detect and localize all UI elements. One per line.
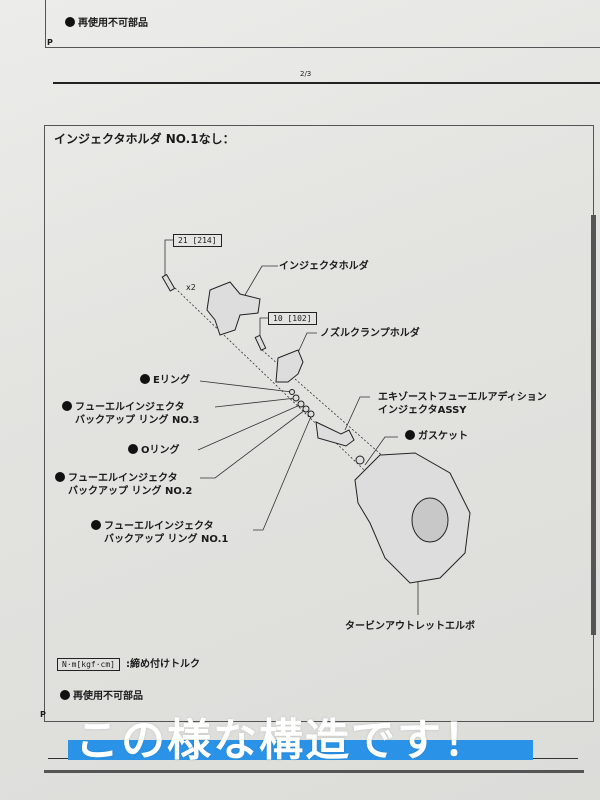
bullet-icon bbox=[91, 520, 101, 530]
bolt-icon bbox=[161, 273, 176, 292]
backup-ring-1-part bbox=[307, 410, 315, 418]
torque-box-holder-bolt: 21 [214] bbox=[173, 234, 222, 247]
part-text: Eリング bbox=[153, 375, 190, 386]
part-text: エキゾーストフューエルアディション bbox=[378, 392, 547, 403]
leader-br3 bbox=[214, 397, 297, 408]
label-injector-holder: インジェクタホルダ bbox=[279, 261, 369, 272]
bullet-icon bbox=[55, 472, 65, 482]
backup-ring-3-part bbox=[292, 394, 300, 402]
page-marker-top: P bbox=[47, 38, 53, 47]
bullet-icon bbox=[62, 401, 72, 411]
bullet-icon bbox=[140, 374, 150, 384]
label-o-ring: Oリング bbox=[128, 444, 180, 457]
part-text: バックアップ リング NO.2 bbox=[68, 486, 193, 497]
o-ring-part bbox=[297, 400, 305, 408]
bullet-icon bbox=[65, 17, 75, 27]
bullet-icon bbox=[128, 444, 138, 454]
label-backup-ring-3: フューエルインジェクタバックアップ リング NO.3 bbox=[62, 401, 199, 427]
part-text: バックアップ リング NO.3 bbox=[75, 415, 200, 426]
leader-bolt1 bbox=[164, 239, 173, 280]
scroll-edge bbox=[591, 215, 596, 635]
backup-ring-2-part bbox=[302, 405, 310, 413]
leader-ering bbox=[199, 380, 293, 393]
part-text: Oリング bbox=[141, 445, 180, 456]
nozzle-clamp-part bbox=[275, 349, 304, 383]
leader-oring bbox=[197, 404, 301, 451]
gasket-part bbox=[355, 455, 365, 465]
torque-box-clamp-bolt: 10 [102] bbox=[268, 312, 317, 325]
part-text: フューエルインジェクタ bbox=[75, 402, 185, 413]
part-text: バックアップ リング NO.1 bbox=[104, 534, 229, 545]
page-marker-main: P bbox=[40, 710, 46, 719]
part-text: インジェクタASSY bbox=[378, 405, 467, 416]
label-gasket: ガスケット bbox=[405, 430, 468, 443]
legend-text: 再使用不可部品 bbox=[78, 18, 148, 29]
label-nozzle-clamp-holder: ノズルクランプホルダ bbox=[320, 328, 420, 339]
quantity-label: x2 bbox=[186, 283, 196, 292]
part-text: フューエルインジェクタ bbox=[68, 473, 178, 484]
leader-injector bbox=[344, 396, 370, 431]
page-number: 2/3 bbox=[300, 70, 312, 78]
leader-br1 bbox=[253, 413, 313, 531]
caption-text: この様な構造です！ bbox=[75, 715, 489, 766]
part-text: フューエルインジェクタ bbox=[104, 521, 214, 532]
leader-gasket bbox=[364, 436, 398, 466]
header-rule bbox=[53, 82, 600, 84]
non-reusable-legend-top: 再使用不可部品 bbox=[65, 17, 148, 30]
section-title: インジェクタホルダ NO.1なし： bbox=[54, 132, 235, 146]
injector-holder-part bbox=[206, 281, 261, 336]
footer-rule-2 bbox=[44, 770, 584, 773]
leader-br2 bbox=[200, 409, 306, 479]
leader-holder bbox=[244, 265, 278, 296]
leader-bolt2 bbox=[259, 317, 268, 340]
e-ring-part bbox=[289, 389, 295, 395]
non-reusable-legend: 再使用不可部品 bbox=[60, 690, 143, 703]
label-backup-ring-2: フューエルインジェクタバックアップ リング NO.2 bbox=[55, 472, 192, 498]
assembly-axis bbox=[174, 287, 386, 491]
label-injector-assy: エキゾーストフューエルアディションインジェクタASSY bbox=[378, 391, 547, 417]
legend-text: 再使用不可部品 bbox=[73, 691, 143, 702]
injector-assy-part bbox=[315, 421, 355, 447]
torque-desc: :締め付けトルク bbox=[126, 659, 200, 670]
label-backup-ring-1: フューエルインジェクタバックアップ リング NO.1 bbox=[91, 520, 228, 546]
previous-section-frame bbox=[45, 0, 600, 48]
torque-unit-box: N·m[kgf·cm] bbox=[57, 658, 120, 671]
caption-highlight-bar bbox=[68, 740, 533, 760]
label-e-ring: Eリング bbox=[140, 374, 190, 387]
part-text: ガスケット bbox=[418, 431, 468, 442]
label-turbine-outlet-elbow: タービンアウトレットエルボ bbox=[345, 621, 475, 632]
bullet-icon bbox=[405, 430, 415, 440]
bullet-icon bbox=[60, 690, 70, 700]
bolt-icon-2 bbox=[254, 334, 267, 351]
